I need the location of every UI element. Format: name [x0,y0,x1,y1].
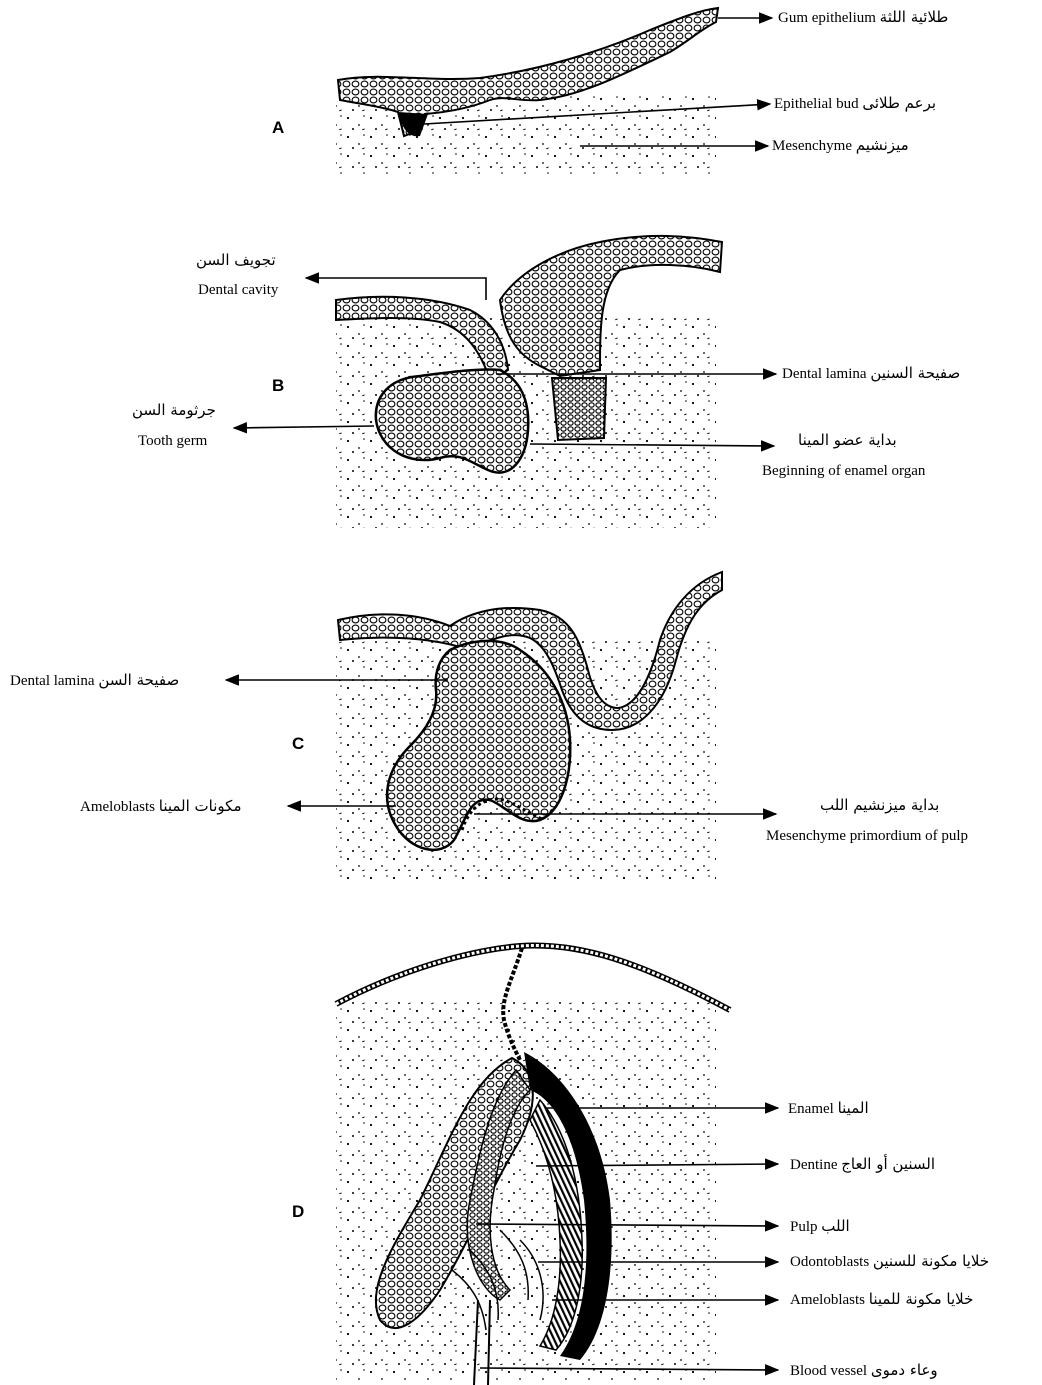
label-dentine-ar: السنين أو العاج [841,1155,935,1173]
label-mesenchyme-ar: ميزنشيم [856,136,909,154]
panel-letter-c: C [292,734,304,754]
label-epithelial-bud: Epithelial bud برعم طلائى [774,95,936,113]
label-epithelial-bud-ar: برعم طلائى [862,94,936,112]
label-odontoblasts-ar: خلايا مكونة للسنين [873,1252,989,1270]
label-tooth-germ-ar: جرثومة السن [132,402,216,420]
label-gum-epithelium: Gum epithelium طلائية اللثة [778,9,948,27]
label-ameloblasts-d: Ameloblasts خلايا مكونة للمينا [790,1291,973,1309]
label-dental-cavity-en: Dental cavity [198,282,278,299]
label-dental-lamina-c: Dental lamina صفيحة السن [10,672,179,690]
label-dental-lamina-b-en: Dental lamina [782,366,867,382]
label-enamel-organ-ar: بداية عضو المينا [798,432,897,450]
label-mesenchyme: Mesenchyme ميزنشيم [772,137,909,155]
label-mesenchyme-pulp-ar: بداية ميزنشيم اللب [820,797,939,815]
label-pulp-en: Pulp [790,1219,818,1235]
label-ameloblasts-d-ar: خلايا مكونة للمينا [869,1290,974,1308]
label-dentine: Dentine السنين أو العاج [790,1156,935,1174]
label-odontoblasts-en: Odontoblasts [790,1254,869,1270]
label-gum-epithelium-ar: طلائية اللثة [880,8,949,26]
panel-a-drawing [336,8,718,174]
label-epithelial-bud-en: Epithelial bud [774,96,859,112]
label-dentine-en: Dentine [790,1157,837,1173]
panel-b-drawing [336,236,722,528]
label-blood-vessel: Blood vessel وعاء دموى [790,1362,938,1380]
label-ameloblasts-c-ar: مكونات المينا [159,797,242,815]
panel-c-drawing [336,572,722,880]
label-enamel: Enamel المينا [788,1100,869,1118]
label-pulp-ar: اللب [821,1217,849,1235]
label-dental-cavity-ar: تجويف السن [196,252,276,270]
panel-letter-b: B [272,376,284,396]
panel-b-dental-lamina-strip [552,378,606,440]
label-mesenchyme-pulp-en: Mesenchyme primordium of pulp [766,828,968,845]
label-enamel-organ-en: Beginning of enamel organ [762,463,925,480]
panel-letter-a: A [272,118,284,138]
label-dental-lamina-b: Dental lamina صفيحة السنين [782,365,960,383]
label-blood-vessel-ar: وعاء دموى [871,1361,938,1379]
label-ameloblasts-d-en: Ameloblasts [790,1292,865,1308]
label-enamel-en: Enamel [788,1101,834,1117]
label-ameloblasts-c: Ameloblasts مكونات المينا [80,798,241,816]
panel-letter-d: D [292,1202,304,1222]
label-dental-lamina-c-en: Dental lamina [10,673,95,689]
label-ameloblasts-c-en: Ameloblasts [80,799,155,815]
label-odontoblasts: Odontoblasts خلايا مكونة للسنين [790,1253,989,1271]
label-tooth-germ-en: Tooth germ [138,433,207,450]
label-gum-epithelium-en: Gum epithelium [778,10,876,26]
label-dental-lamina-c-ar: صفيحة السن [98,671,179,689]
label-mesenchyme-en: Mesenchyme [772,138,852,154]
label-dental-lamina-b-ar: صفيحة السنين [870,364,960,382]
label-enamel-ar: المينا [838,1099,869,1117]
label-pulp: Pulp اللب [790,1218,850,1236]
label-blood-vessel-en: Blood vessel [790,1363,867,1379]
